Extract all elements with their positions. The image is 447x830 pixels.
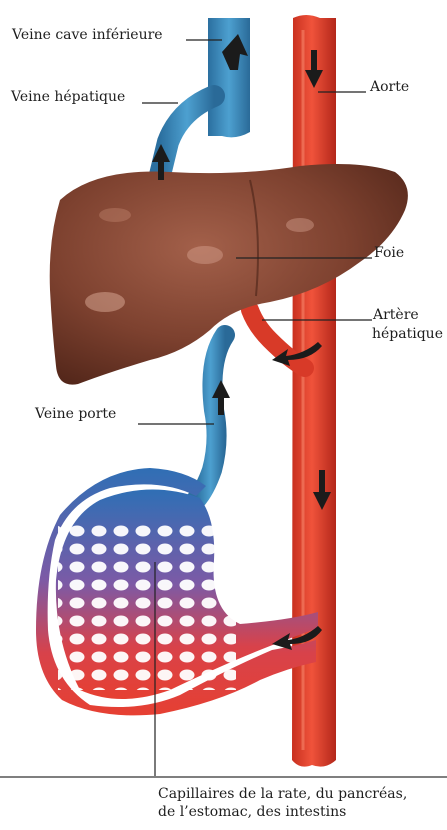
figure-caption: Capillaires de la rate, du pancréas, de … bbox=[158, 785, 407, 821]
label-artere: Artère bbox=[373, 306, 419, 324]
caption-line-2: de l’estomac, des intestins bbox=[158, 803, 407, 821]
liver-organ bbox=[50, 164, 408, 385]
label-hepatique: hépatique bbox=[372, 325, 443, 343]
label-foie: Foie bbox=[374, 244, 404, 262]
label-veine-hepatique: Veine hépatique bbox=[11, 88, 125, 106]
caption-line-1: Capillaires de la rate, du pancréas, bbox=[158, 785, 407, 803]
label-veine-porte: Veine porte bbox=[35, 405, 116, 423]
label-aorte: Aorte bbox=[370, 78, 409, 96]
portal-vein-vessel bbox=[196, 335, 225, 500]
capillary-network bbox=[36, 468, 318, 715]
label-veine-cave: Veine cave inférieure bbox=[12, 26, 163, 44]
